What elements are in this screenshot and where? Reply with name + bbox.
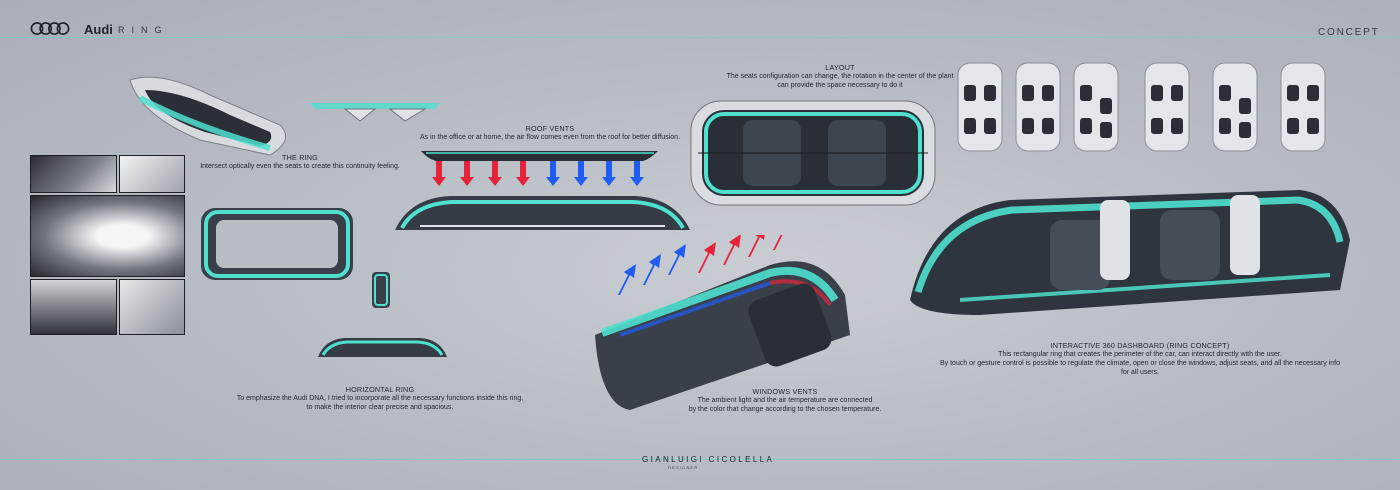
caption-horizontal-ring-title: HORIZONTAL RING — [345, 385, 415, 394]
reference-photo-1 — [30, 155, 117, 193]
caption-windows-vents: WINDOWS VENTS The ambient light and the … — [645, 387, 925, 414]
horizontal-ring-small — [318, 338, 447, 357]
windows-vents-sketch — [595, 235, 850, 410]
caption-horizontal-ring-line2: to make the interior clear precise and s… — [306, 404, 454, 411]
caption-layout-line1: The seats configuration can change, the … — [726, 73, 954, 80]
caption-dashboard-line2: By touch or gesture control is possible … — [940, 360, 1340, 376]
caption-layout-title: LAYOUT — [825, 63, 855, 72]
caption-dashboard-line1: This rectangular ring that creates the p… — [998, 351, 1282, 358]
ring-small-element — [372, 272, 390, 308]
caption-the-ring-title: THE RING — [282, 153, 318, 162]
caption-the-ring: THE RING Intersect optically even the se… — [200, 153, 400, 171]
reference-photo-2 — [119, 155, 185, 193]
ring-sketch-small — [310, 103, 440, 122]
horizontal-ring-large — [395, 196, 690, 230]
caption-layout-line2: can provide the space necessary to do it — [777, 82, 903, 89]
roof-vents-diagram — [421, 151, 658, 186]
caption-roof-vents-title: ROOF VENTS — [525, 124, 575, 133]
seat-config-diagrams — [957, 62, 1326, 152]
ring-sketch-top — [129, 76, 287, 156]
header-divider-right — [200, 37, 1400, 38]
top-view-car — [690, 100, 936, 206]
footer-divider — [0, 459, 1400, 460]
caption-horizontal-ring: HORIZONTAL RING To emphasize the Audi DN… — [225, 385, 535, 412]
section-label: CONCEPT — [1318, 27, 1380, 38]
dashboard-perspective-sketch — [910, 190, 1350, 315]
caption-horizontal-ring-line1: To emphasize the Audi DNA, I tried to in… — [236, 395, 524, 402]
caption-dashboard-title: INTERACTIVE 360 DASHBOARD (RING CONCEPT) — [1050, 341, 1230, 350]
reference-photo-5 — [119, 279, 185, 335]
caption-windows-vents-line1: The ambient light and the air temperatur… — [697, 397, 873, 404]
caption-windows-vents-title: WINDOWS VENTS — [752, 387, 818, 396]
brand-sub: RING — [118, 25, 169, 35]
window-vent-arrows-red — [698, 235, 783, 273]
designer-signature: GIANLUIGI CICOLELLA — [642, 455, 775, 464]
designer-signature-sub: DESIGNER — [668, 465, 699, 470]
reference-photo-4 — [30, 279, 117, 335]
audi-rings-logo — [30, 22, 70, 35]
caption-windows-vents-line2: by the color that change according to th… — [688, 406, 882, 413]
window-vent-arrows-blue — [618, 244, 686, 295]
header-divider-left — [0, 37, 200, 38]
caption-layout: LAYOUT The seats configuration can chang… — [680, 63, 1000, 90]
brand-name: Audi — [84, 22, 113, 37]
reference-photo-3 — [30, 195, 185, 277]
caption-dashboard: INTERACTIVE 360 DASHBOARD (RING CONCEPT)… — [935, 341, 1345, 377]
vent-arrows-blue — [546, 161, 644, 186]
caption-roof-vents: ROOF VENTS As in the office or at home, … — [400, 124, 700, 142]
vent-arrows-red — [432, 161, 530, 186]
caption-roof-vents-body: As in the office or at home, the air flo… — [419, 134, 681, 141]
ring-front-view — [201, 208, 353, 280]
caption-the-ring-body: Intersect optically even the seats to cr… — [200, 163, 400, 170]
